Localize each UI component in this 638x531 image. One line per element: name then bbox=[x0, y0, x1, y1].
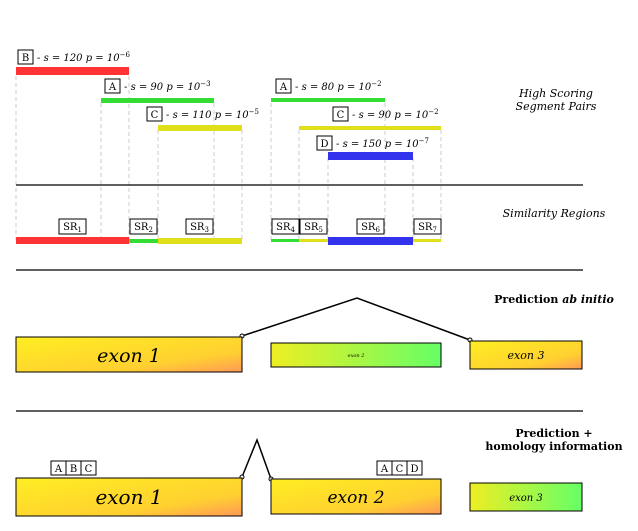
abinitio-exon-1: exon 1 bbox=[15, 336, 243, 373]
sr-bar-4 bbox=[271, 239, 299, 242]
svg-text:SR1: SR1 bbox=[63, 222, 82, 234]
hsp-id: B bbox=[22, 53, 29, 64]
abinitio-exon-3: exon 3 bbox=[469, 340, 583, 370]
exon2-hsp-tags: A C D bbox=[376, 460, 423, 476]
intron-connector bbox=[241, 437, 272, 480]
hsp-bar bbox=[158, 125, 242, 131]
homology-exon-2: exon 2 bbox=[270, 478, 442, 515]
homology-exon-3: exon 3 bbox=[469, 482, 583, 512]
hsp-d: D - s = 150 p = 10−7 bbox=[316, 135, 429, 160]
hsp-title-line2: Segment Pairs bbox=[516, 100, 597, 113]
svg-text:A: A bbox=[54, 464, 63, 475]
abinitio-section: Prediction ab initio exon 1 exon 2 exon … bbox=[15, 293, 614, 373]
sr-bar-7 bbox=[413, 239, 441, 242]
homology-exon-1: exon 1 bbox=[15, 477, 243, 517]
sr-label-4: SR4 bbox=[271, 218, 300, 235]
hsp-stats: - s = 90 p = 10−3 bbox=[124, 80, 211, 93]
hsp-id: A bbox=[279, 82, 288, 93]
hsp-stats: - s = 80 p = 10−2 bbox=[295, 80, 382, 93]
sr-label-5: SR5 bbox=[299, 218, 328, 235]
sr-label-3: SR3 bbox=[185, 218, 214, 235]
svg-text:SR7: SR7 bbox=[418, 222, 437, 234]
hsp-stats: - s = 150 p = 10−7 bbox=[336, 137, 429, 150]
abinitio-exon-2: exon 2 bbox=[270, 342, 442, 368]
homology-title-line2: homology information bbox=[485, 440, 622, 453]
hsp-b: B - s = 120 p = 10−6 bbox=[16, 49, 130, 75]
exon1-hsp-tags: A B C bbox=[50, 460, 97, 476]
sr-bars bbox=[16, 237, 441, 245]
svg-text:C: C bbox=[396, 464, 404, 475]
sr-title: Similarity Regions bbox=[503, 207, 606, 220]
sr-label-1: SR1 bbox=[58, 218, 87, 235]
hsp-id-box bbox=[275, 78, 292, 94]
sr-label-2: SR2 bbox=[129, 218, 158, 235]
svg-text:SR4: SR4 bbox=[276, 222, 295, 234]
hsp-id-box bbox=[104, 78, 121, 94]
svg-text:SR2: SR2 bbox=[134, 222, 153, 234]
hsp-id-box bbox=[146, 106, 163, 122]
svg-text:SR3: SR3 bbox=[190, 222, 209, 234]
sr-label-7: SR7 bbox=[413, 218, 442, 235]
hsp-bar bbox=[271, 98, 385, 102]
hsp-bar bbox=[16, 67, 129, 75]
svg-text:C: C bbox=[85, 464, 93, 475]
intron-connector bbox=[241, 297, 471, 341]
homology-section: Prediction + homology information A B C … bbox=[15, 427, 623, 517]
sr-labels: SR1 SR2 SR3 SR4 SR5 SR6 bbox=[58, 218, 442, 235]
sr-label-6: SR6 bbox=[356, 218, 385, 235]
sr-bar-1 bbox=[16, 237, 129, 244]
hsp-id-box bbox=[17, 49, 34, 65]
svg-text:SR5: SR5 bbox=[304, 222, 323, 234]
svg-text:exon 1: exon 1 bbox=[95, 485, 162, 509]
sr-bar-5 bbox=[299, 239, 328, 242]
homology-title-line1: Prediction + bbox=[515, 427, 592, 440]
svg-text:exon 3: exon 3 bbox=[509, 493, 543, 504]
hsp-a-2: A - s = 80 p = 10−2 bbox=[271, 78, 385, 102]
hsp-stats: - s = 120 p = 10−6 bbox=[37, 51, 130, 64]
hsp-c-1: C - s = 110 p = 10−5 bbox=[146, 106, 259, 131]
hsp-section: B - s = 120 p = 10−6 A - s = 90 p = 10−3… bbox=[16, 49, 597, 160]
svg-text:B: B bbox=[70, 464, 77, 475]
hsp-id-box bbox=[332, 106, 349, 122]
hsp-id: D bbox=[320, 139, 328, 150]
sr-bar-6 bbox=[328, 237, 413, 245]
svg-text:D: D bbox=[410, 464, 418, 475]
hsp-bar bbox=[101, 98, 214, 103]
svg-text:exon 1: exon 1 bbox=[97, 345, 161, 367]
hsp-id-box bbox=[316, 135, 333, 151]
hsp-id: C bbox=[337, 110, 345, 121]
similarity-regions-section: SR1 SR2 SR3 SR4 SR5 SR6 bbox=[16, 207, 606, 245]
svg-text:A: A bbox=[380, 464, 389, 475]
sr-bar-3 bbox=[158, 238, 242, 244]
hsp-bar bbox=[328, 152, 413, 160]
svg-text:exon 2: exon 2 bbox=[327, 488, 384, 508]
svg-text:SR6: SR6 bbox=[361, 222, 380, 234]
abinitio-title: Prediction ab initio bbox=[494, 293, 614, 306]
svg-text:exon 3: exon 3 bbox=[508, 349, 545, 362]
hsp-a-1: A - s = 90 p = 10−3 bbox=[101, 78, 214, 103]
hsp-title-line1: High Scoring bbox=[518, 87, 593, 100]
hsp-stats: - s = 110 p = 10−5 bbox=[166, 108, 259, 121]
svg-text:exon 2: exon 2 bbox=[348, 353, 365, 359]
hsp-bar bbox=[299, 126, 441, 130]
hsp-id: A bbox=[108, 82, 117, 93]
hsp-c-2: C - s = 90 p = 10−2 bbox=[299, 106, 441, 130]
hsp-id: C bbox=[151, 110, 159, 121]
hsp-stats: - s = 90 p = 10−2 bbox=[352, 108, 439, 121]
sr-bar-2 bbox=[129, 239, 158, 243]
